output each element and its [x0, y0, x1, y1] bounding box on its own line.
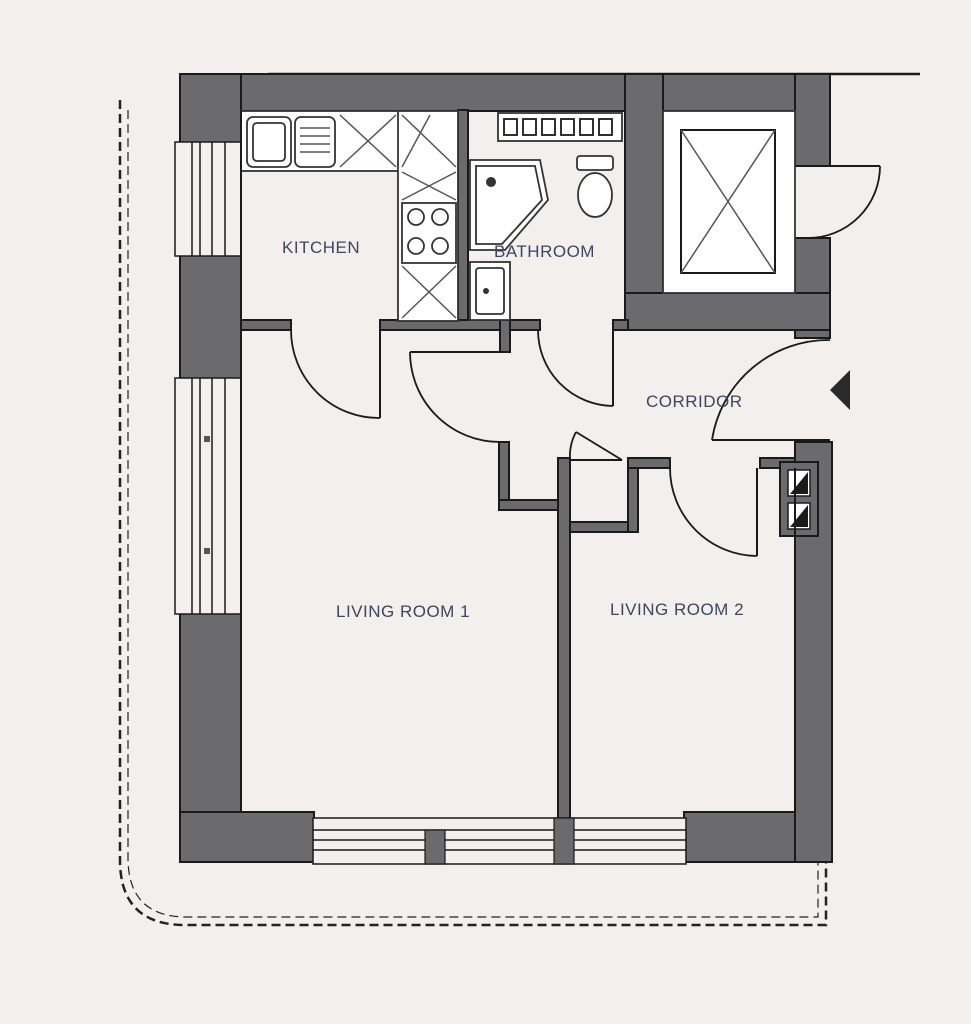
drainer-icon — [294, 116, 336, 168]
entrance-arrow-icon — [830, 370, 850, 410]
corridor-label: CORRIDOR — [646, 392, 743, 411]
door-swings — [290, 165, 881, 557]
walls — [174, 73, 833, 864]
hob-icon — [401, 202, 457, 264]
lift-shaft — [662, 110, 796, 294]
living-room-2-label: LIVING ROOM 2 — [610, 600, 744, 619]
window-bottom — [312, 817, 687, 865]
toilet-icon — [576, 155, 614, 218]
living-room-1-label: LIVING ROOM 1 — [336, 602, 470, 621]
kitchen-units — [240, 110, 459, 322]
room-outlines — [240, 111, 796, 813]
terrace-outline — [118, 100, 828, 927]
window-left-lower — [191, 378, 226, 614]
bathroom-fittings — [469, 112, 623, 321]
basin-icon — [469, 261, 511, 321]
kitchen-label: KITCHEN — [282, 238, 360, 257]
service-riser — [779, 461, 819, 537]
window-left-upper — [191, 142, 226, 256]
bathroom-label: BATHROOM — [494, 242, 595, 261]
